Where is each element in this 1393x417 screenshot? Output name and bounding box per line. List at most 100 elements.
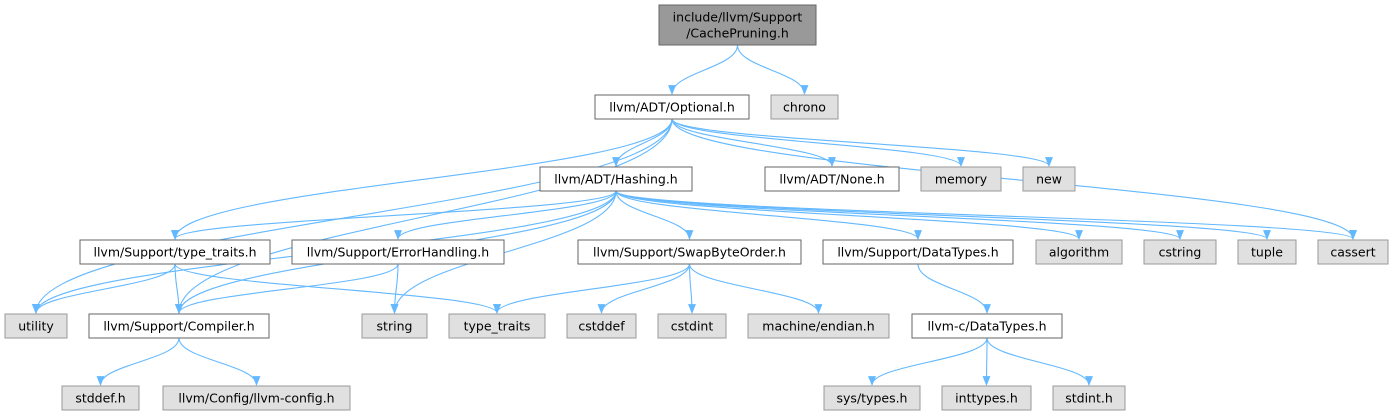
edge-c_datatypes-to-stdint	[986, 337, 1093, 386]
edge-typetraits_h-to-type_traits	[174, 263, 501, 314]
node-label: algorithm	[1049, 245, 1109, 260]
node-llvm-support-compiler-h[interactable]: llvm/Support/Compiler.h	[88, 313, 270, 339]
node-label: inttypes.h	[955, 391, 1018, 406]
node-llvm-support-errorhandling-h[interactable]: llvm/Support/ErrorHandling.h	[291, 239, 505, 265]
node-box	[911, 313, 1063, 339]
node-label: new	[1036, 172, 1062, 187]
node-label: llvm/ADT/None.h	[779, 172, 884, 187]
node-label: cstdint	[671, 319, 714, 334]
node-box	[657, 313, 727, 339]
node-llvm-adt-optional-h[interactable]: llvm/ADT/Optional.h	[594, 94, 750, 120]
node-box	[1317, 239, 1389, 265]
node-llvm-support-swapbyteorder-h[interactable]: llvm/Support/SwapByteOrder.h	[577, 239, 802, 265]
node-label: string	[377, 319, 413, 334]
node-label: llvm/ADT/Optional.h	[609, 100, 735, 115]
nodes-layer: include/llvm/Support/CachePruning.h llvm/…	[4, 4, 1389, 411]
node-box	[566, 313, 637, 339]
node-label: utility	[18, 319, 54, 334]
edge-hashing-to-typetraits_h	[171, 190, 617, 240]
edge-hashing-to-errorhandling	[394, 190, 617, 240]
node-box	[1143, 239, 1217, 265]
edge-compiler-to-stddef	[96, 337, 180, 386]
node-label: llvm/Support/ErrorHandling.h	[307, 245, 489, 260]
node-inttypes-h: inttypes.h	[941, 385, 1032, 411]
node-type-traits: type_traits	[448, 313, 546, 339]
edge-typetraits_h-to-utility	[32, 263, 176, 314]
edge-hashing-to-datatypes	[615, 190, 922, 240]
node-include-llvm-support-cachepruning-h: include/llvm/Support/CachePruning.h	[658, 4, 817, 46]
edge-hashing-to-string	[390, 190, 617, 314]
node-box	[577, 239, 802, 265]
node-box	[1022, 166, 1076, 192]
node-llvm-adt-hashing-h[interactable]: llvm/ADT/Hashing.h	[539, 166, 693, 192]
node-llvm-adt-none-h[interactable]: llvm/ADT/None.h	[764, 166, 900, 192]
node-sys-types-h: sys/types.h	[823, 385, 921, 411]
edge-swapbyteorder-to-cstdint	[688, 263, 696, 314]
node-stdint-h: stdint.h	[1052, 385, 1126, 411]
node-new: new	[1022, 166, 1076, 192]
node-box	[88, 313, 270, 339]
node-box	[1237, 239, 1297, 265]
node-label: llvm/Support/Compiler.h	[103, 319, 254, 334]
node-tuple: tuple	[1237, 239, 1297, 265]
node-llvm-config-llvm-config-h: llvm/Config/llvm-config.h	[162, 385, 351, 411]
node-box	[764, 166, 900, 192]
node-box	[594, 94, 750, 120]
node-box	[61, 385, 140, 411]
edge-hashing-to-cassert	[615, 190, 1357, 240]
node-label: llvm/Config/llvm-config.h	[178, 391, 334, 406]
node-label: cassert	[1330, 245, 1375, 260]
edge-compiler-to-llvmconfig	[178, 337, 261, 386]
edge-cachepruning-to-chrono	[736, 44, 809, 95]
edge-optional-to-memory	[671, 118, 965, 167]
node-label: llvm/Support/SwapByteOrder.h	[593, 245, 786, 260]
node-label: machine/endian.h	[762, 319, 874, 334]
node-cassert: cassert	[1317, 239, 1389, 265]
node-label: sys/types.h	[837, 391, 908, 406]
node-box	[79, 239, 271, 265]
edge-errorhandling-to-compiler	[175, 263, 399, 314]
node-label: llvm/ADT/Hashing.h	[554, 172, 677, 187]
edge-optional-to-typetraits_h	[171, 118, 673, 240]
node-label: memory	[935, 172, 988, 187]
node-llvm-support-datatypes-h[interactable]: llvm/Support/DataTypes.h	[822, 239, 1014, 265]
edge-optional-to-compiler	[175, 118, 673, 314]
edges-layer	[32, 44, 1357, 386]
edge-c_datatypes-to-inttypes	[982, 337, 991, 386]
node-label: tuple	[1251, 245, 1283, 260]
node-box	[448, 313, 546, 339]
edge-c_datatypes-to-systypes	[868, 337, 988, 386]
edge-optional-to-utility	[32, 118, 673, 314]
node-label: llvm/Support/type_traits.h	[93, 245, 256, 260]
edge-hashing-to-algorithm	[615, 190, 1083, 240]
node-llvm-c-datatypes-h[interactable]: llvm-c/DataTypes.h	[911, 313, 1063, 339]
node-algorithm: algorithm	[1035, 239, 1123, 265]
edge-swapbyteorder-to-type_traits	[493, 263, 691, 314]
edge-optional-to-hashing	[612, 118, 673, 167]
node-label: stdint.h	[1065, 391, 1113, 406]
node-stddef-h: stddef.h	[61, 385, 140, 411]
node-label: /CachePruning.h	[686, 26, 789, 41]
edge-hashing-to-swapbyteorder	[615, 190, 694, 240]
edge-hashing-to-tuple	[615, 190, 1271, 240]
node-box	[920, 166, 1002, 192]
edge-optional-to-cassert	[671, 118, 1357, 240]
edge-swapbyteorder-to-endian	[688, 263, 823, 314]
edge-swapbyteorder-to-cstddef	[597, 263, 691, 314]
edge-cachepruning-to-optional	[668, 44, 739, 95]
node-label: stddef.h	[75, 391, 125, 406]
node-label: cstring	[1159, 245, 1202, 260]
node-string: string	[361, 313, 428, 339]
node-box	[941, 385, 1032, 411]
node-utility: utility	[4, 313, 68, 339]
node-box	[823, 385, 921, 411]
node-llvm-support-type-traits-h[interactable]: llvm/Support/type_traits.h	[79, 239, 271, 265]
node-cstdint: cstdint	[657, 313, 727, 339]
node-box	[658, 4, 817, 46]
node-label: llvm/Support/DataTypes.h	[837, 245, 998, 260]
node-label: llvm-c/DataTypes.h	[927, 319, 1046, 334]
node-cstddef: cstddef	[566, 313, 637, 339]
edge-errorhandling-to-string	[390, 263, 399, 314]
node-chrono: chrono	[770, 94, 839, 120]
